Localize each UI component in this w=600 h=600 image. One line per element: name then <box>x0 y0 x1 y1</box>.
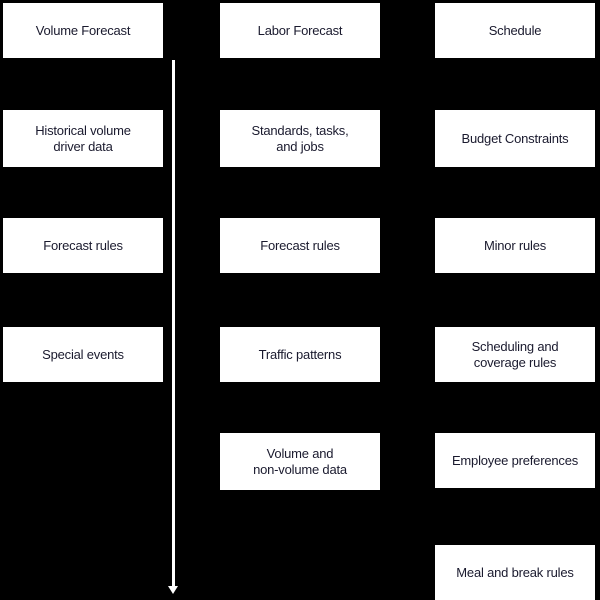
node-traffic-patterns[interactable]: Traffic patterns <box>220 327 380 382</box>
node-forecast-rules-labor[interactable]: Forecast rules <box>220 218 380 273</box>
node-label: Volume Forecast <box>35 22 131 38</box>
node-scheduling-and-coverage-rules[interactable]: Scheduling and coverage rules <box>435 327 595 382</box>
node-budget-constraints[interactable]: Budget Constraints <box>435 110 595 167</box>
node-label: Historical volume driver data <box>35 122 131 154</box>
node-standards-tasks-and-jobs[interactable]: Standards, tasks, and jobs <box>220 110 380 167</box>
node-volume-forecast-header[interactable]: Volume Forecast <box>3 3 163 58</box>
node-label: Forecast rules <box>260 237 340 253</box>
node-historical-volume-driver-data[interactable]: Historical volume driver data <box>3 110 163 167</box>
node-label: Budget Constraints <box>461 130 569 146</box>
node-label: Schedule <box>488 22 542 38</box>
node-employee-preferences[interactable]: Employee preferences <box>435 433 595 488</box>
node-label: Employee preferences <box>451 452 579 468</box>
node-special-events[interactable]: Special events <box>3 327 163 382</box>
node-label: Scheduling and coverage rules <box>471 338 559 370</box>
node-label: Labor Forecast <box>257 22 343 38</box>
node-label: Traffic patterns <box>258 346 342 362</box>
node-meal-and-break-rules[interactable]: Meal and break rules <box>435 545 595 600</box>
node-forecast-rules-volume[interactable]: Forecast rules <box>3 218 163 273</box>
node-schedule-header[interactable]: Schedule <box>435 3 595 58</box>
node-labor-forecast-header[interactable]: Labor Forecast <box>220 3 380 58</box>
node-label: Volume and non-volume data <box>253 445 347 477</box>
vertical-flow-arrow-head-icon <box>168 586 178 594</box>
node-label: Forecast rules <box>43 237 123 253</box>
node-label: Standards, tasks, and jobs <box>251 122 349 154</box>
node-minor-rules[interactable]: Minor rules <box>435 218 595 273</box>
node-label: Minor rules <box>483 237 547 253</box>
node-label: Special events <box>42 346 124 362</box>
node-volume-and-non-volume-data[interactable]: Volume and non-volume data <box>220 433 380 490</box>
vertical-flow-arrow-line <box>172 60 175 590</box>
node-label: Meal and break rules <box>456 564 574 580</box>
